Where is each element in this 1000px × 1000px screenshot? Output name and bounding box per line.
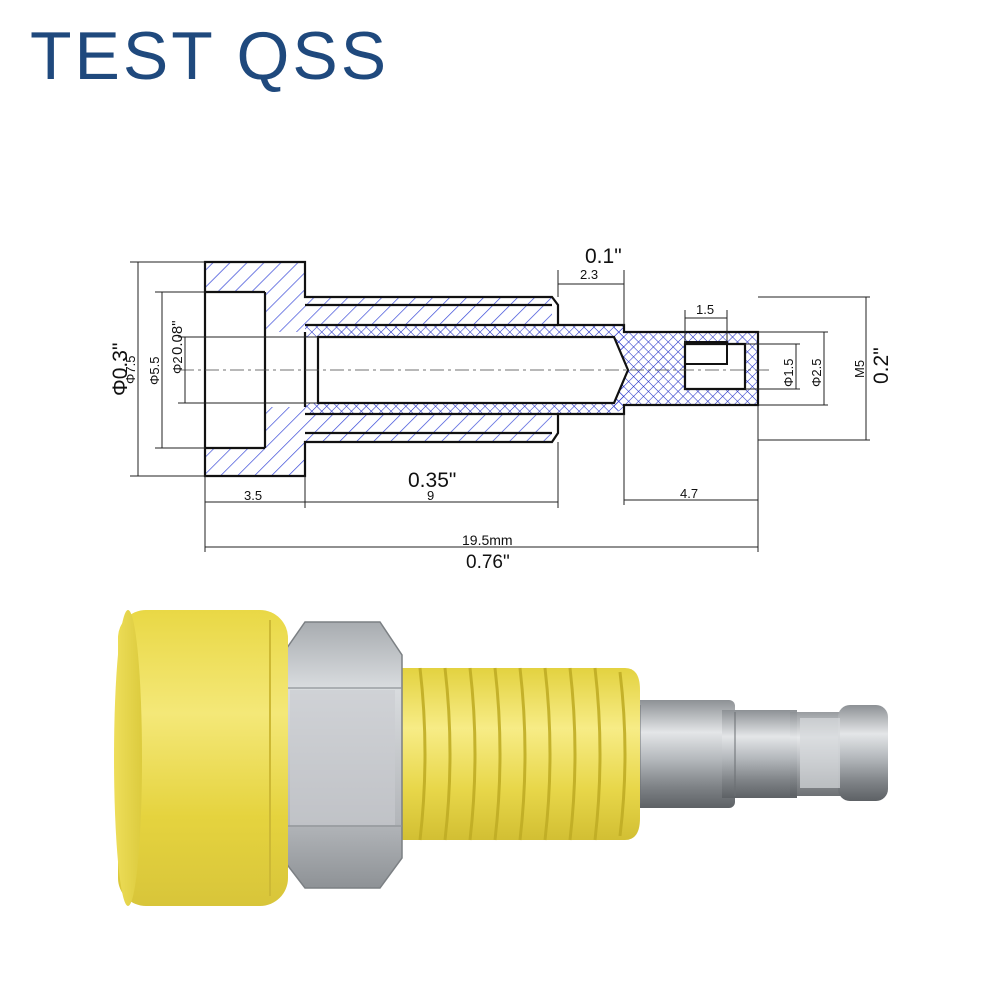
bore-cone bbox=[614, 337, 628, 403]
dim-pin-length: 4.7 bbox=[680, 486, 698, 501]
dimension-lines bbox=[130, 261, 870, 552]
dim-head-dia-in: Φ0.3" bbox=[109, 343, 132, 396]
dim-step-length: 2.3 bbox=[580, 267, 598, 282]
dim-slot-width: 1.5 bbox=[696, 302, 714, 317]
dim-thread-in: 0.2" bbox=[870, 347, 893, 384]
dim-head-dia: Φ7.5 bbox=[123, 356, 138, 384]
sleeve-top-hatch bbox=[305, 305, 552, 325]
dim-step-length-in: 0.1" bbox=[585, 245, 622, 268]
dim-overall-in: 0.76" bbox=[466, 552, 510, 573]
product-illustration bbox=[114, 610, 888, 906]
dim-slot-dia: Φ1.5 bbox=[781, 359, 796, 387]
section-outlines bbox=[203, 260, 760, 478]
cross-section-drawing: 0.1" 2.3 1.5 0.35" 9 3.5 4.7 19.5mm 0.76… bbox=[109, 245, 893, 573]
dim-body-length: 9 bbox=[427, 488, 434, 503]
hex-nut bbox=[281, 621, 403, 889]
metal-pin-part bbox=[620, 700, 888, 808]
yellow-cap bbox=[114, 610, 288, 906]
dim-pin-dia: Φ2.5 bbox=[809, 359, 824, 387]
dim-overall-mm: 19.5mm bbox=[462, 532, 513, 548]
dim-body-length-in: 0.35" bbox=[408, 469, 456, 492]
slot-notch bbox=[684, 341, 728, 365]
brand-title: TEST QSS bbox=[30, 18, 390, 94]
dim-thread: M5 bbox=[852, 360, 867, 378]
dim-bore-dia: Φ2 bbox=[170, 356, 185, 374]
dim-counterbore-dia: Φ5.5 bbox=[147, 357, 162, 385]
dim-bore-dia-in: 0.08" bbox=[169, 320, 186, 355]
sleeve-bottom-hatch bbox=[305, 414, 552, 434]
dim-head-length: 3.5 bbox=[244, 488, 262, 503]
threaded-sleeve bbox=[385, 667, 640, 841]
